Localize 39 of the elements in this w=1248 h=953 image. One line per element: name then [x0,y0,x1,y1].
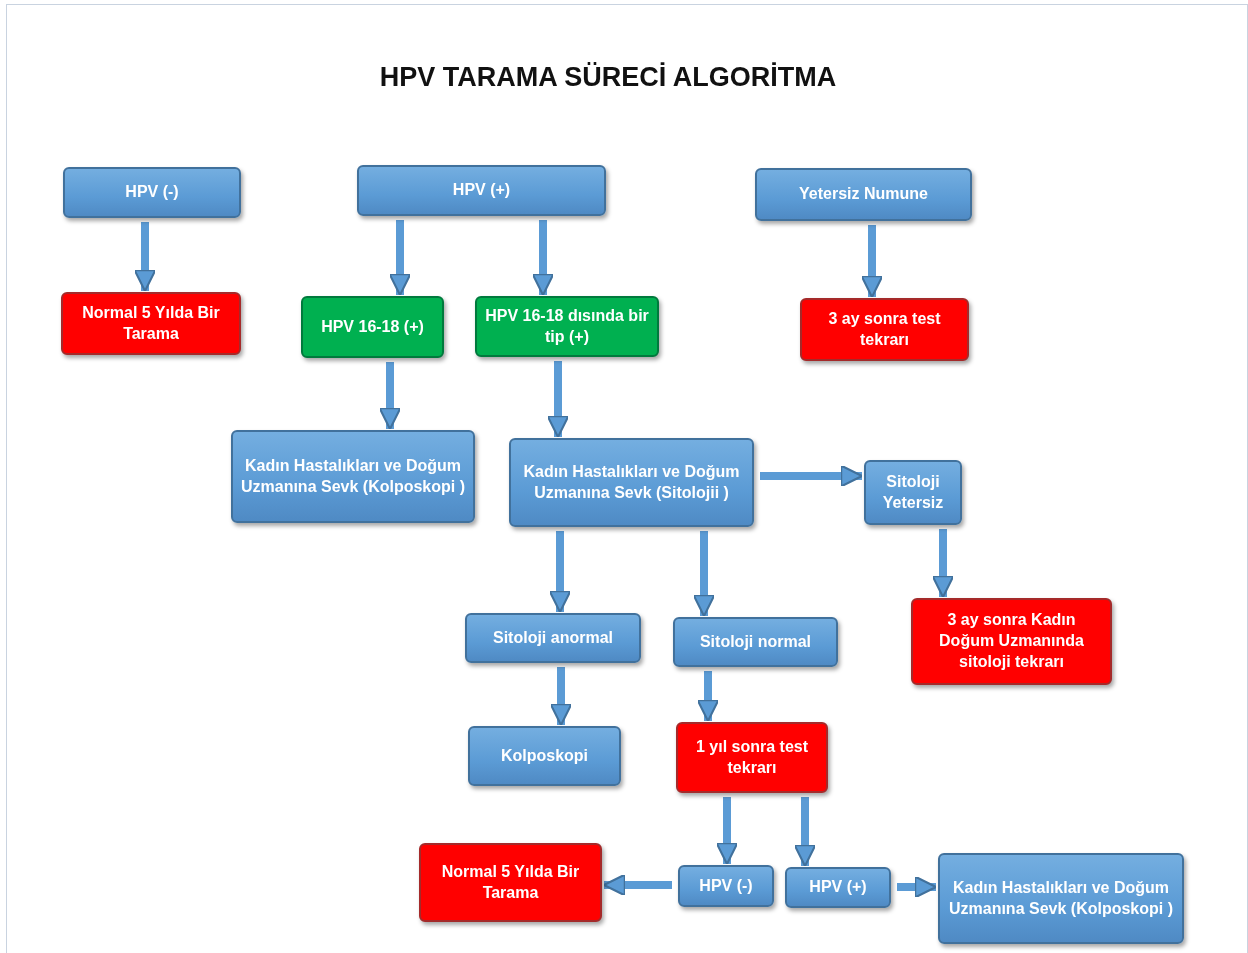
box-label: HPV 16-18 (+) [321,316,424,337]
process-box [678,865,774,907]
box-label: Yetersiz Numune [799,184,928,205]
box-label: Kolposkopi [500,745,589,766]
box-label: Kadın Hastalıkları ve Doğum Uzmanına Sevk (Sitolojii ) [522,461,741,503]
box-label: 3 ay sonra test tekrarı [827,308,942,350]
box-label: Sitoloji Yetersiz [881,471,945,513]
box-label: HPV (-) [699,875,753,896]
process-box [864,460,962,525]
result-box [911,598,1112,685]
box-label: Sitoloji anormal [493,627,613,648]
box-label: HPV 16-18 dısında bir tip (+) [484,305,650,347]
result-box [676,722,828,793]
box-label: 3 ay sonra Kadın Doğum Uzmanında sitoloji tekrarı [938,610,1085,672]
box-label: HPV (+) [452,180,511,201]
box-label: Sitoloji normal [699,631,812,652]
process-box [755,168,972,221]
box-label: HPV (+) [809,877,867,898]
process-box [357,165,606,216]
box-label: Normal 5 Yılda Bir Tarama [81,302,221,344]
hpv-type-box [301,296,444,358]
result-box [419,843,602,922]
process-box [509,438,754,527]
box-label: HPV (-) [125,182,179,203]
process-box [231,430,475,523]
process-box [468,726,621,786]
result-box [61,292,241,355]
process-box [465,613,641,663]
process-box [673,617,838,667]
box-label: 1 yıl sonra test tekrarı [694,736,809,778]
diagram-title: HPV TARAMA SÜRECİ ALGORİTMA [378,62,838,93]
process-box [63,167,241,218]
process-box [938,853,1184,944]
process-box [785,867,891,908]
box-label: Normal 5 Yılda Bir Tarama [440,861,581,903]
box-label: Kadın Hastalıkları ve Doğum Uzmanına Sevk (Kolposkopi ) [239,455,466,497]
box-label: Kadın Hastalıkları ve Doğum Uzmanına Sevk (Kolposkopi ) [947,877,1174,919]
result-box [800,298,969,361]
hpv-type-box [475,296,659,357]
